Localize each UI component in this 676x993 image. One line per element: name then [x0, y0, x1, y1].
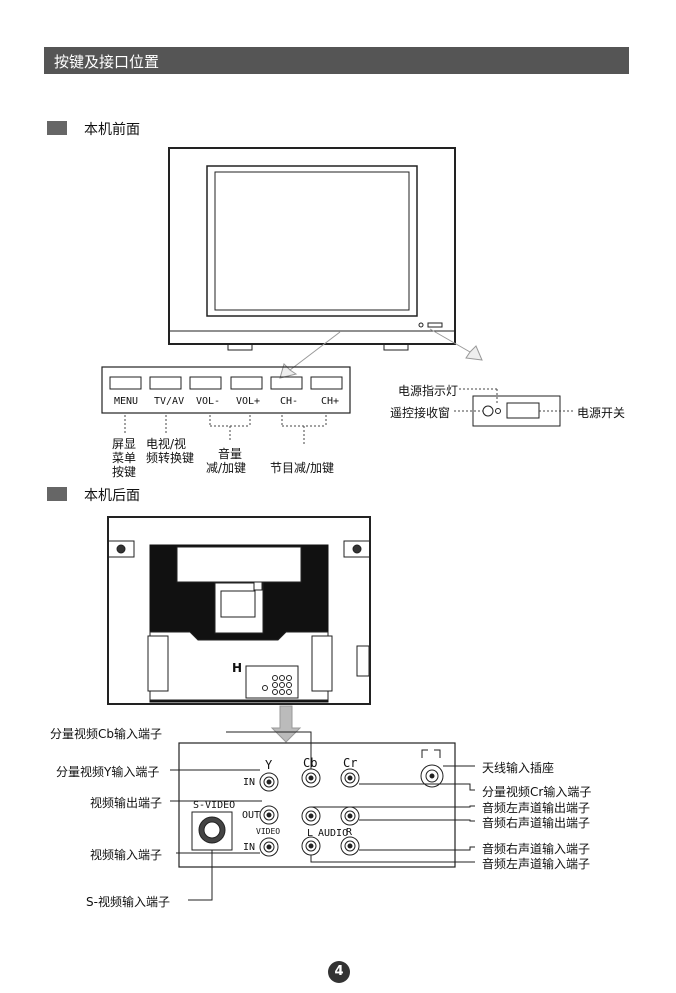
page-number: 4 — [328, 961, 350, 983]
callout-lines — [170, 731, 475, 901]
button-label-vol-up: VOL+ — [236, 396, 261, 407]
jack-cr — [340, 768, 360, 788]
callout-audio-r-in: 音频右声道输入端子 — [482, 842, 591, 856]
jack-antenna — [420, 764, 444, 788]
jack-audio-l-in — [301, 836, 321, 856]
callout-audio-l-in: 音频左声道输入端子 — [482, 857, 591, 871]
jack-audio-r-in — [340, 836, 360, 856]
jack-label-out: OUT — [242, 810, 261, 821]
button-label-ch-up: CH+ — [321, 396, 340, 407]
callout-video-out: 视频输出端子 — [90, 796, 163, 810]
jack-label-cb: Cb — [303, 756, 318, 770]
callout-cr-in: 分量视频Cr输入端子 — [482, 785, 592, 799]
power-panel — [472, 395, 561, 427]
jack-label-cr: Cr — [343, 756, 358, 770]
callout-audio-l-out: 音频左声道输出端子 — [482, 801, 591, 815]
button-label-menu: MENU — [114, 396, 139, 407]
jack-cb — [301, 768, 321, 788]
jack-label-in: IN — [243, 777, 256, 788]
callout-video-in: 视频输入端子 — [90, 848, 163, 862]
ch-desc: 节目减/加键 — [270, 461, 335, 475]
jack-label-in-video: IN — [243, 842, 256, 853]
remote-receiver-label: 遥控接收窗 — [390, 406, 451, 420]
jack-audio-r-out — [340, 806, 360, 826]
jack-label-y: Y — [265, 758, 273, 772]
jack-label-audio: AUDIO — [318, 828, 349, 839]
tv-marker: H — [232, 661, 243, 675]
callout-audio-r-out: 音频右声道输出端子 — [482, 816, 591, 830]
callout-svideo-in: S-视频输入端子 — [86, 895, 170, 909]
button-panel — [101, 366, 351, 414]
button-label-ch-down: CH- — [280, 396, 299, 407]
menu-desc: 屏显 菜单 按键 — [112, 437, 137, 479]
jack-video-out — [259, 805, 279, 825]
tv-front-drawing — [168, 147, 456, 351]
jack-svideo — [191, 811, 233, 851]
header-bar: 按键及接口位置 — [44, 47, 629, 74]
jack-label-video: VIDEO — [256, 827, 281, 836]
page-title: 按键及接口位置 — [54, 53, 160, 71]
jack-label-r: R — [346, 827, 353, 838]
button-label-tvav: TV/AV — [154, 396, 185, 407]
power-indicator-label: 电源指示灯 — [398, 384, 459, 398]
button-leaders — [124, 415, 327, 444]
power-leaders — [454, 388, 575, 412]
power-switch-label: 电源开关 — [577, 406, 626, 420]
jack-video-in — [259, 837, 279, 857]
section-marker — [47, 121, 67, 135]
callout-arrows — [279, 328, 483, 379]
back-section-title: 本机后面 — [84, 488, 140, 504]
front-section-title: 本机前面 — [84, 122, 140, 138]
jack-y — [259, 772, 279, 792]
vol-desc-2: 减/加键 — [206, 461, 247, 475]
jack-label-svideo: S-VIDEO — [193, 800, 236, 811]
callout-cb-in: 分量视频Cb输入端子 — [50, 727, 162, 741]
tv-back-drawing — [107, 516, 371, 705]
jack-audio-l-out — [301, 806, 321, 826]
jack-label-l: L — [307, 828, 314, 839]
section-marker — [47, 487, 67, 501]
button-label-vol-down: VOL- — [196, 396, 221, 407]
callout-antenna-in: 天线输入插座 — [482, 761, 555, 775]
down-arrow — [270, 705, 302, 743]
vol-desc-1: 音量 — [218, 447, 243, 461]
callout-y-in: 分量视频Y输入端子 — [56, 765, 160, 779]
tvav-desc: 电视/视 频转换键 — [146, 437, 195, 465]
